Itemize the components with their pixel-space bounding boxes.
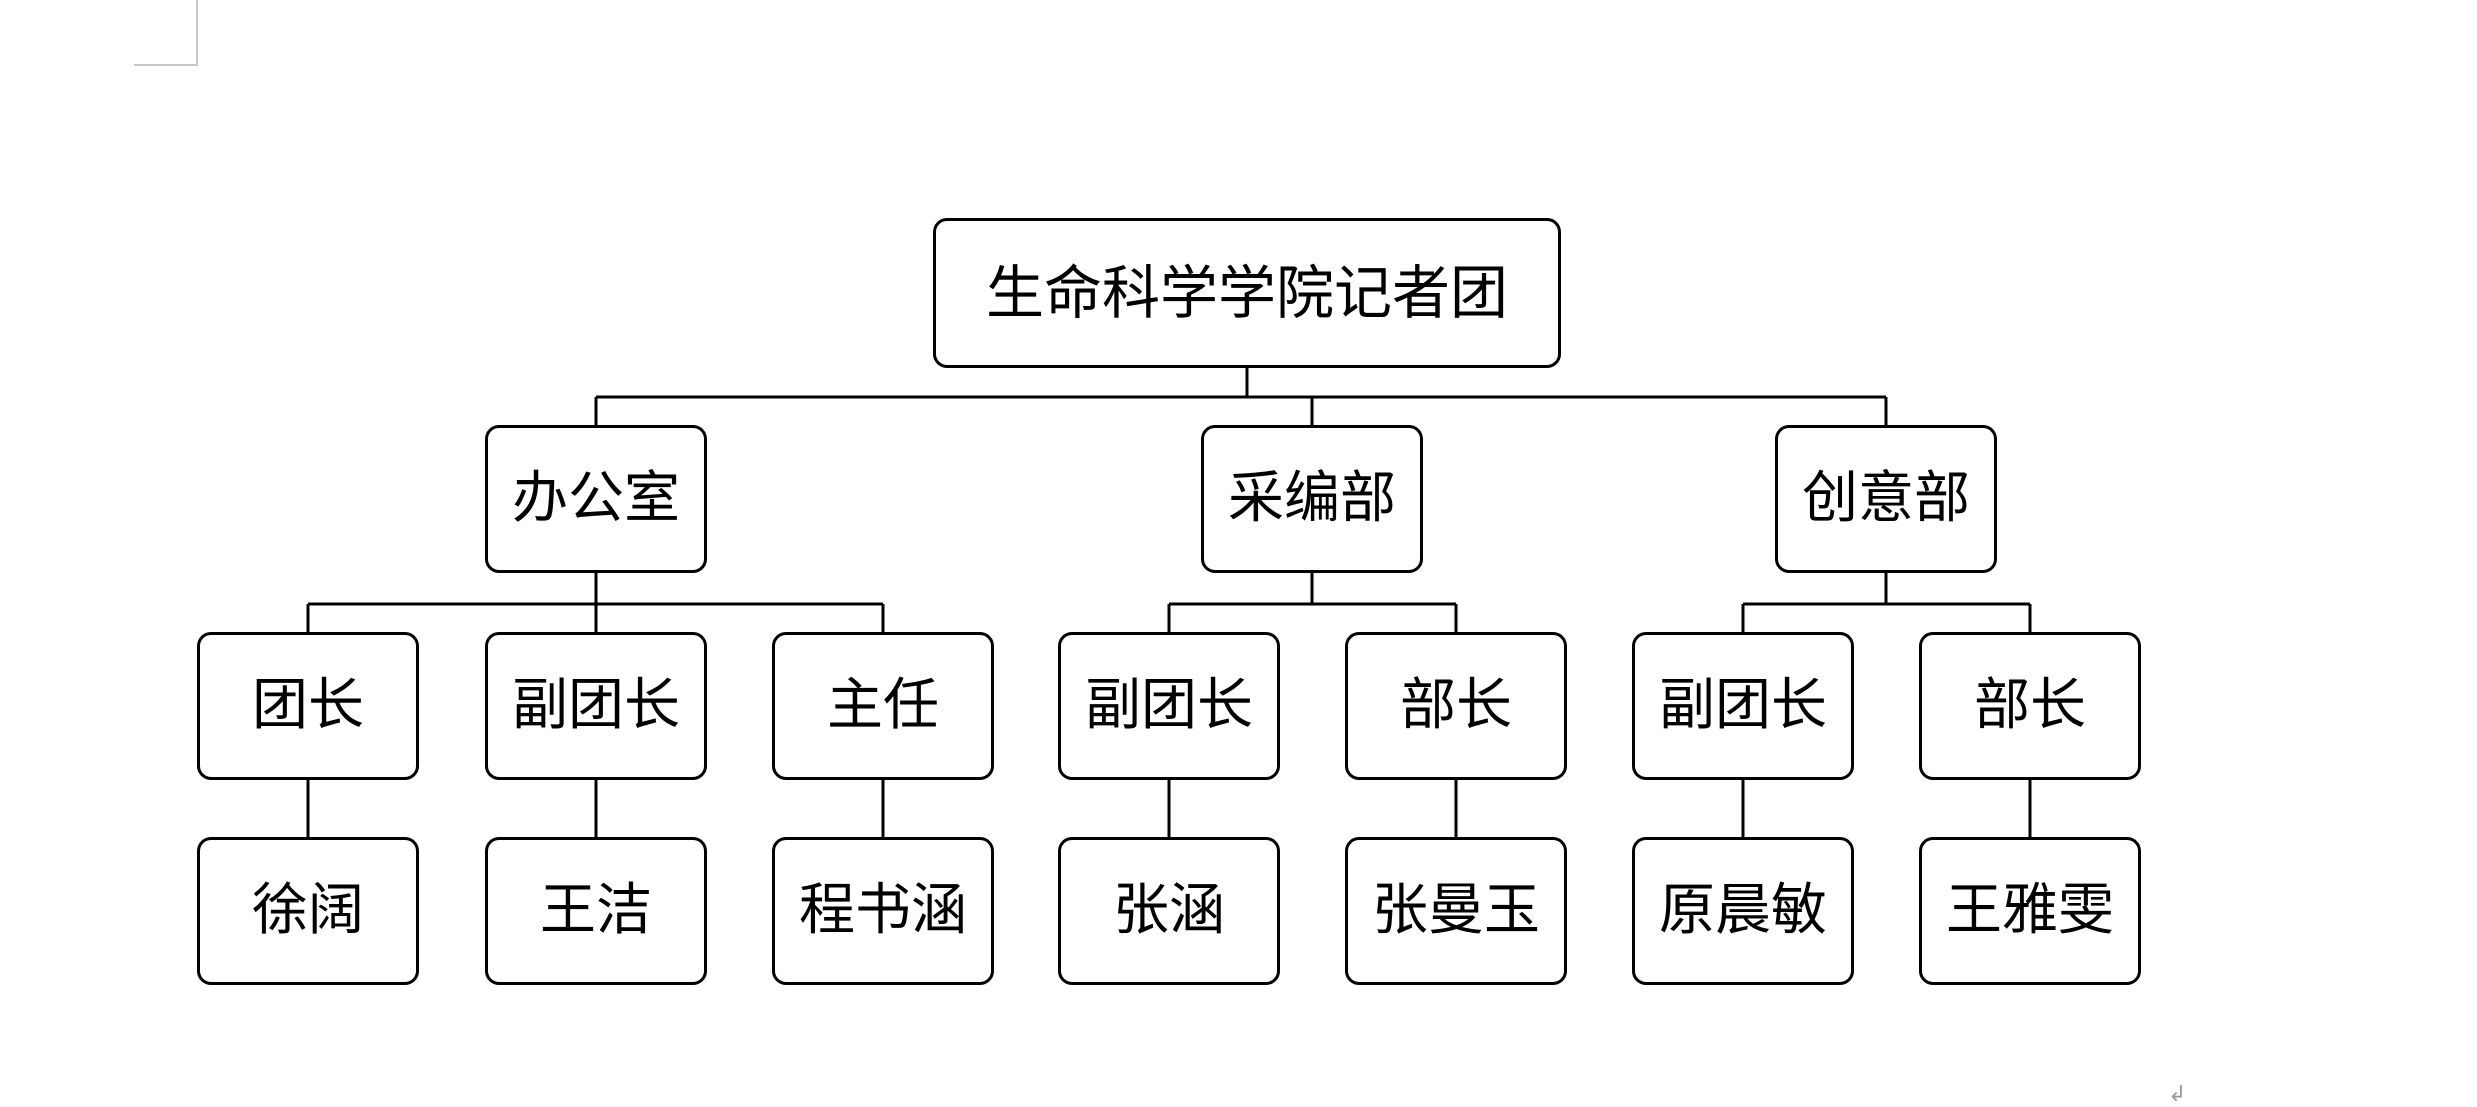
department-label: 采编部	[1228, 466, 1396, 531]
department-label: 创意部	[1802, 466, 1970, 531]
person-box: 程书涵	[772, 837, 994, 985]
person-name: 张曼玉	[1372, 878, 1540, 943]
person-box: 王洁	[485, 837, 707, 985]
role-label: 部长	[1974, 673, 2086, 738]
person-box: 张涵	[1058, 837, 1280, 985]
department-box-office: 办公室	[485, 425, 707, 573]
person-box: 徐阔	[197, 837, 419, 985]
paragraph-mark-icon: ↲	[2168, 1082, 2187, 1107]
person-name: 程书涵	[799, 878, 967, 943]
role-label: 部长	[1400, 673, 1512, 738]
person-name: 徐阔	[252, 878, 364, 943]
department-box-editorial: 采编部	[1201, 425, 1423, 573]
role-box: 主任	[772, 632, 994, 780]
role-label: 副团长	[1659, 673, 1827, 738]
role-box: 副团长	[1058, 632, 1280, 780]
person-name: 王洁	[540, 878, 652, 943]
page-corner-marker	[134, 0, 198, 66]
role-label: 主任	[827, 673, 939, 738]
role-label: 副团长	[512, 673, 680, 738]
department-label: 办公室	[512, 466, 680, 531]
person-box: 张曼玉	[1345, 837, 1567, 985]
role-box: 副团长	[485, 632, 707, 780]
department-box-creative: 创意部	[1775, 425, 1997, 573]
person-name: 原晨敏	[1659, 878, 1827, 943]
person-name: 王雅雯	[1946, 878, 2114, 943]
org-root-box: 生命科学学院记者团	[933, 218, 1561, 368]
person-name: 张涵	[1113, 878, 1225, 943]
role-label: 副团长	[1085, 673, 1253, 738]
person-box: 王雅雯	[1919, 837, 2141, 985]
role-box: 团长	[197, 632, 419, 780]
role-box: 部长	[1919, 632, 2141, 780]
role-box: 部长	[1345, 632, 1567, 780]
person-box: 原晨敏	[1632, 837, 1854, 985]
org-root-label: 生命科学学院记者团	[985, 259, 1508, 327]
role-label: 团长	[252, 673, 364, 738]
role-box: 副团长	[1632, 632, 1854, 780]
